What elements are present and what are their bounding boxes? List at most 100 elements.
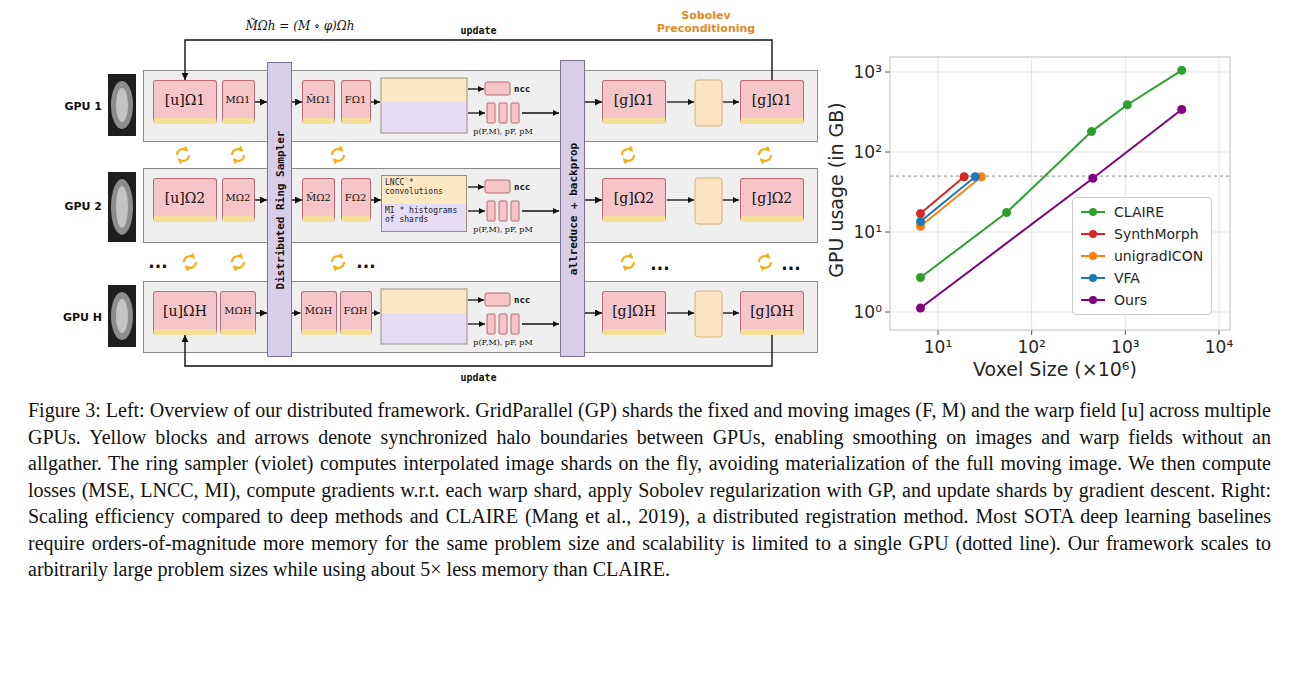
ellipsis: ...	[650, 254, 669, 274]
tick-mark	[1219, 330, 1220, 335]
brain-core	[116, 88, 128, 122]
shard-label: FΩ1	[345, 94, 367, 105]
legend-label: unigradICON	[1114, 248, 1203, 264]
histogram-label: p(F,M), pF, pM	[473, 338, 532, 347]
shard-label: MΩ1	[226, 94, 251, 105]
loss-frame	[381, 289, 467, 344]
gpu-label: GPU 1	[64, 100, 102, 113]
loss-name: ncc	[514, 84, 530, 94]
x-tick: 10⁴	[1205, 337, 1233, 357]
loss-name: ncc	[514, 295, 530, 305]
halo-sync-arrow	[186, 262, 196, 268]
legend-entry: Ours	[1081, 289, 1203, 311]
halo-sync-arrow	[624, 155, 634, 161]
histogram-bar	[511, 314, 519, 334]
loss-bottom	[381, 313, 467, 344]
legend-swatch	[1081, 233, 1105, 235]
sobolev-box	[695, 291, 722, 337]
flow-connector	[292, 199, 302, 200]
series-point	[1177, 66, 1186, 75]
legend-entry: SynthMorph	[1081, 223, 1203, 245]
shard-label: FΩH	[344, 305, 368, 316]
flow-arrow	[522, 323, 559, 324]
legend-entry: VFA	[1081, 267, 1203, 289]
flow-arrow	[667, 101, 694, 102]
halo-sync-arrow	[184, 256, 194, 262]
shard-box: [g]Ω2	[602, 178, 666, 222]
figure-caption: Figure 3: Left: Overview of our distribu…	[28, 397, 1271, 583]
halo-sync-arrow	[622, 149, 632, 155]
collective-bar: allreduce + backprop	[560, 60, 585, 357]
halo-sync-arrow	[334, 155, 344, 161]
series-point	[1088, 174, 1097, 183]
flow-arrow	[522, 112, 559, 113]
halo-sync-arrow	[761, 262, 771, 268]
series-line	[920, 177, 975, 222]
halo-sync-arrow	[232, 149, 242, 155]
series-point	[1087, 127, 1096, 136]
ncc-box	[485, 180, 510, 193]
loss-name: ncc	[514, 182, 530, 192]
series-point	[916, 209, 925, 218]
y-tick: 10⁰	[854, 302, 882, 322]
legend-entry: unigradICON	[1081, 245, 1203, 267]
grid-line	[938, 57, 939, 330]
brain-tissue	[111, 179, 133, 235]
legend-swatch	[1081, 277, 1105, 279]
flow-arrow	[667, 312, 694, 313]
ncc-box	[485, 293, 510, 306]
flow-connector	[255, 101, 268, 102]
loss-frame	[381, 78, 467, 133]
brain-tissue	[111, 292, 133, 340]
legend-label: Ours	[1114, 292, 1147, 308]
flow-arrow	[468, 299, 484, 300]
gpu-limit-line	[890, 176, 1230, 177]
brain-slice	[108, 74, 136, 136]
flow-arrow	[468, 88, 484, 89]
flow-arrow	[723, 312, 739, 313]
halo-sync-arrow	[622, 256, 632, 262]
shard-box: MΩ1	[222, 80, 255, 124]
legend-swatch	[1081, 211, 1105, 213]
brain-tissue	[111, 81, 133, 129]
series-point	[916, 273, 925, 282]
flow-arrow	[370, 312, 380, 313]
shard-label: M̃Ω2	[306, 192, 331, 203]
shard-label: FΩ2	[345, 192, 367, 203]
sobolev-box	[695, 80, 722, 126]
ncc-box	[485, 82, 510, 95]
shard-box: MΩ2	[222, 178, 255, 222]
legend-dot	[1089, 252, 1097, 260]
flow-connector	[292, 312, 301, 313]
halo-sync-arrow	[624, 262, 634, 268]
y-tick: 10²	[854, 142, 882, 162]
series-point	[971, 172, 980, 181]
flow-connector	[292, 101, 302, 102]
flow-connector	[585, 101, 602, 102]
shard-label: [g]ΩH	[750, 303, 794, 319]
series-point	[1177, 105, 1186, 114]
flow-arrow	[468, 112, 485, 113]
shard-box: [u]Ω1	[153, 80, 217, 124]
bar-label: allreduce + backprop	[566, 142, 579, 274]
flow-arrow	[370, 101, 380, 102]
histogram-bar	[487, 314, 495, 334]
legend-label: SynthMorph	[1114, 226, 1199, 242]
brain-slice	[108, 285, 136, 347]
series-point	[916, 217, 925, 226]
histogram-bar	[511, 201, 519, 221]
brain-core	[116, 299, 128, 333]
legend-label: VFA	[1114, 270, 1140, 286]
edge-label: update	[457, 25, 499, 36]
shard-box: [g]ΩH	[602, 291, 666, 335]
legend-dot	[1089, 208, 1097, 216]
halo-sync-arrow	[179, 155, 189, 161]
legend-swatch	[1081, 255, 1105, 257]
ellipsis: ...	[148, 252, 167, 272]
histogram-label: p(F,M), pF, pM	[473, 127, 532, 136]
shard-box: MΩH	[220, 291, 256, 335]
shard-label: [g]Ω2	[752, 190, 792, 206]
halo-sync-arrow	[232, 256, 242, 262]
halo-sync-arrow	[234, 262, 244, 268]
